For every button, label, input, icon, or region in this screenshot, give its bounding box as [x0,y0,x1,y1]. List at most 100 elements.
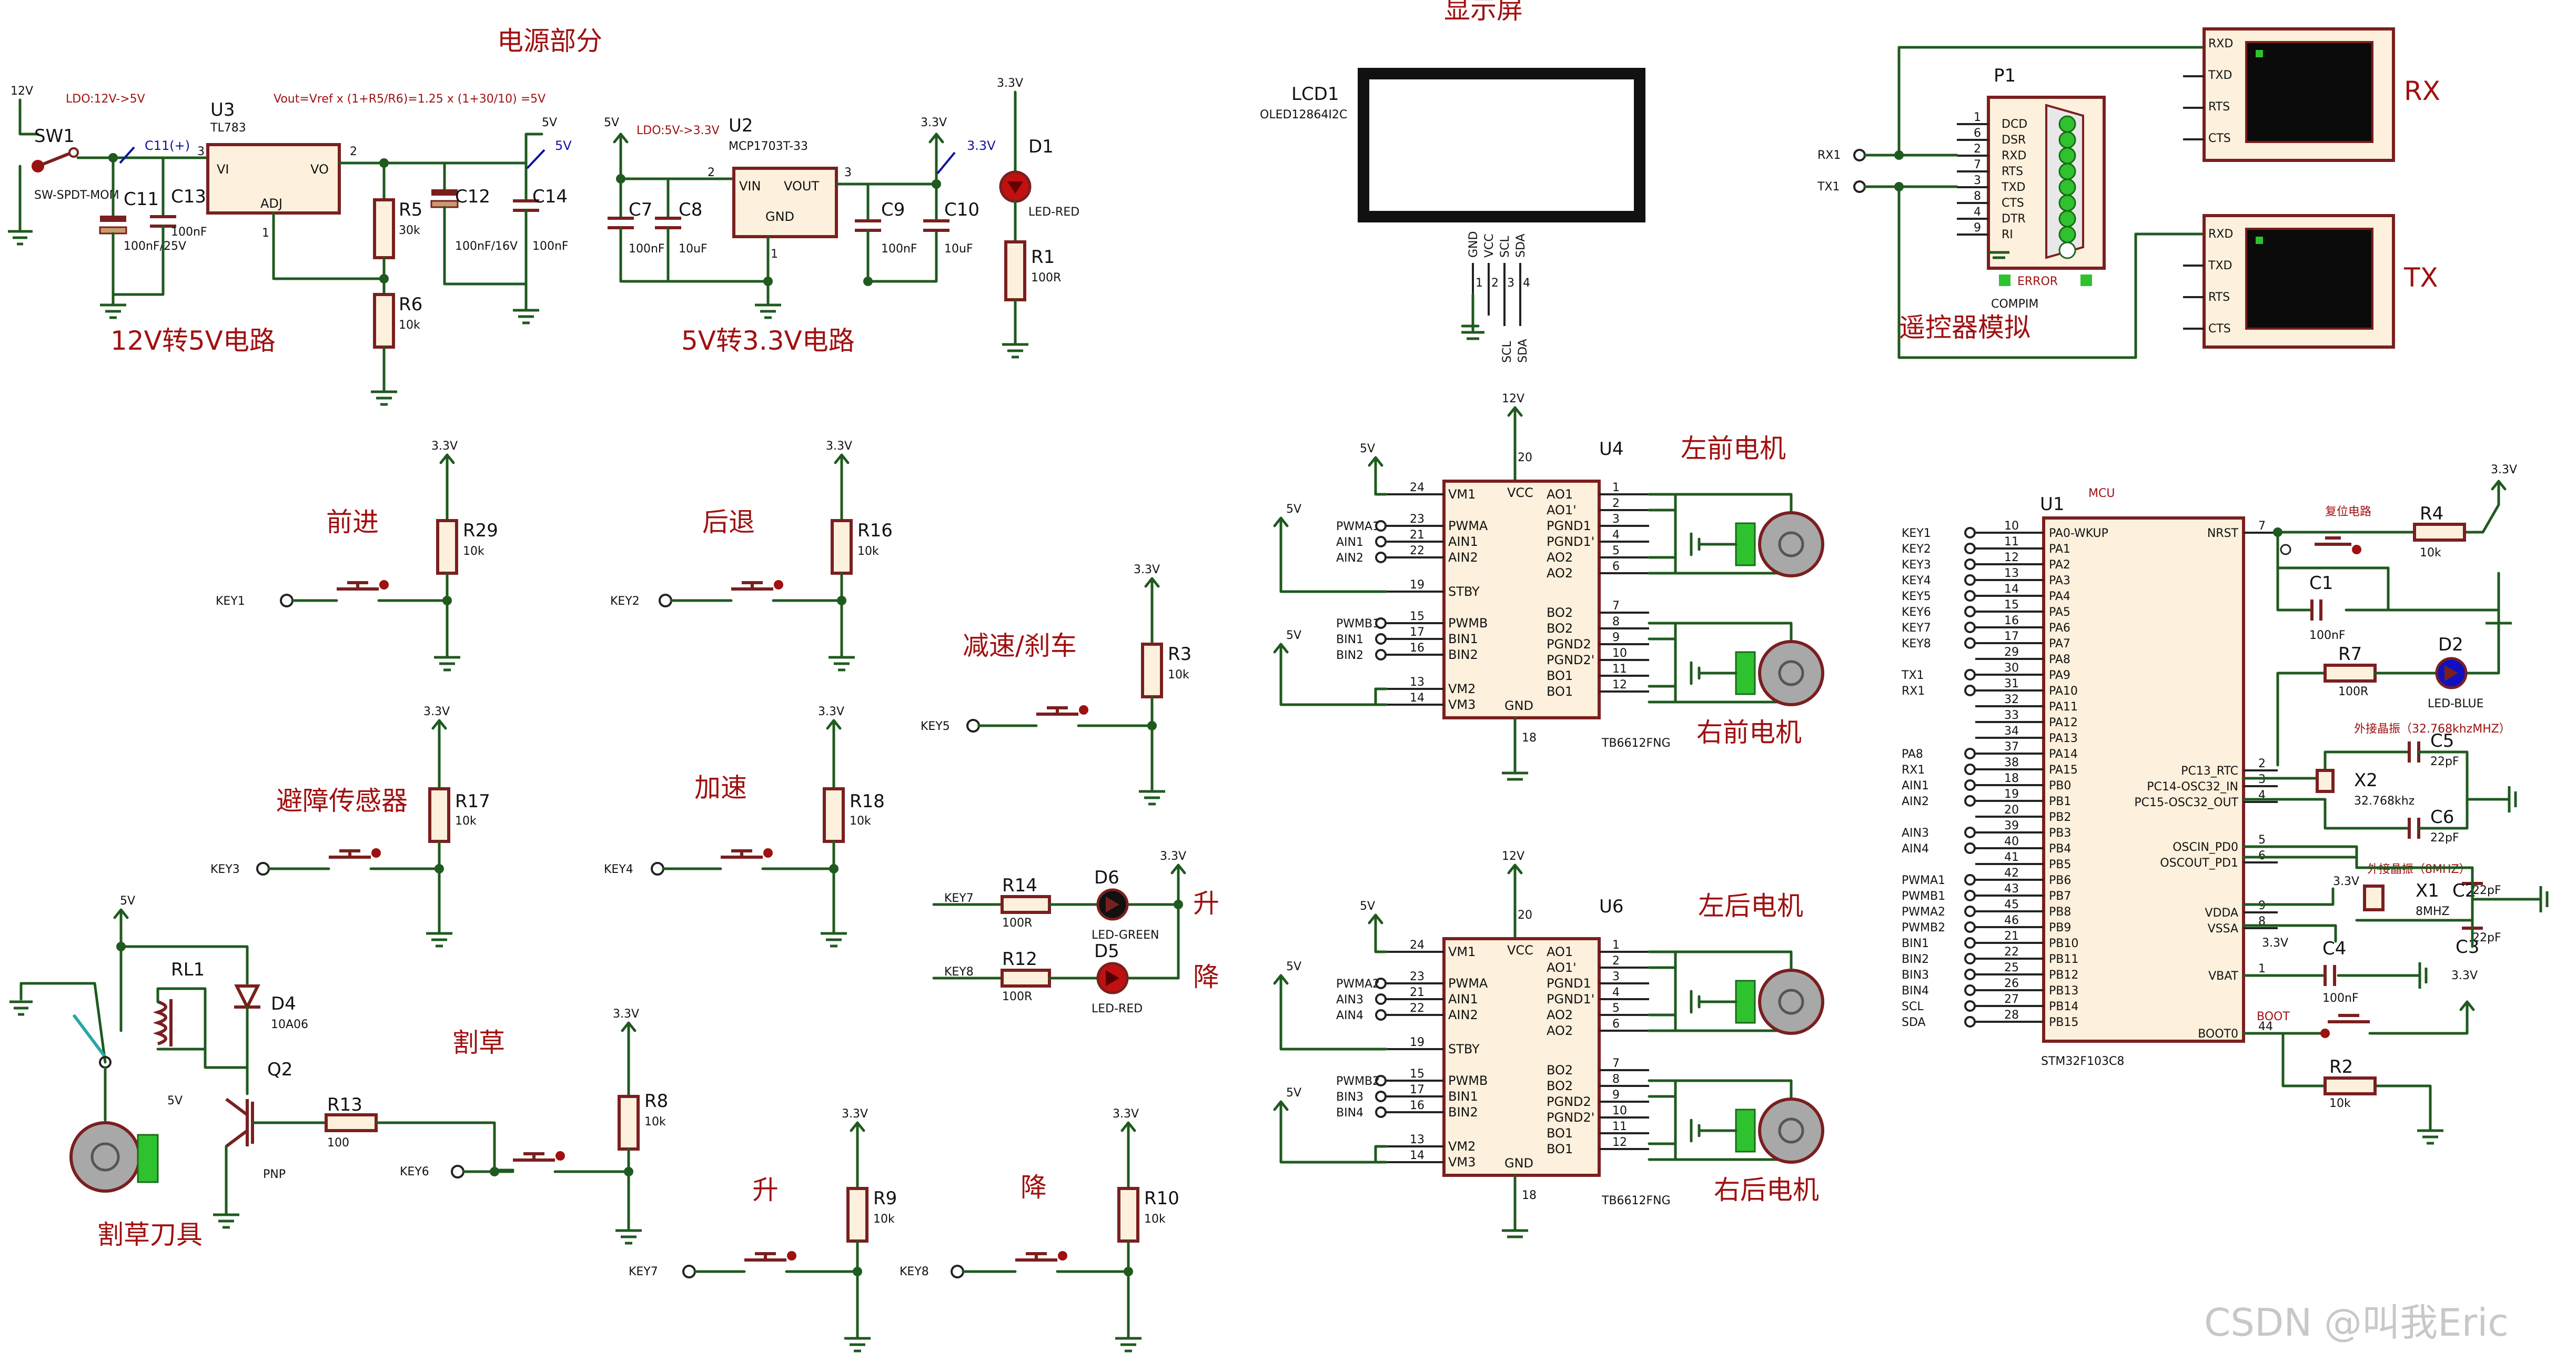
svg-text:9: 9 [1612,1089,1620,1102]
svg-text:3.3V: 3.3V [818,705,844,718]
formula-note: Vout=Vref x (1+R5/R6)=1.25 x (1+30/10) =… [274,93,545,106]
svg-text:BIN1: BIN1 [1448,1089,1478,1104]
svg-text:100: 100 [327,1136,349,1150]
svg-text:3.3V: 3.3V [613,1008,639,1021]
svg-text:10k: 10k [873,1213,895,1226]
svg-text:KEY8: KEY8 [900,1265,929,1278]
svg-text:1: 1 [1612,939,1620,952]
r6-ref: R6 [399,294,422,315]
svg-text:15: 15 [1410,1068,1425,1081]
svg-text:KEY7: KEY7 [1902,622,1931,635]
svg-text:PB2: PB2 [2049,811,2071,824]
lr-motor-label: 左后电机 [1698,891,1803,921]
motor-icon [1758,640,1824,706]
r6-body [373,293,395,349]
svg-text:VSSA: VSSA [2208,922,2238,936]
svg-text:KEY4: KEY4 [604,863,633,876]
svg-text:R12: R12 [1002,949,1037,970]
p1-ref: P1 [1994,65,2016,86]
svg-text:PWMA: PWMA [1448,976,1488,991]
svg-text:AO1: AO1 [1547,944,1573,959]
svg-text:OSCIN_PD0: OSCIN_PD0 [2173,841,2238,854]
svg-text:19: 19 [2004,788,2019,801]
svg-text:10A06: 10A06 [271,1018,308,1031]
svg-text:AIN1: AIN1 [1448,992,1478,1007]
svg-text:18: 18 [2004,772,2019,785]
svg-text:BO1: BO1 [1547,668,1573,683]
v5c-label: 5V [604,116,619,129]
drv-val: TB6612FNG [1601,1194,1671,1207]
svg-text:VM1: VM1 [1448,487,1476,502]
drv-ref: U4 [1599,439,1624,460]
c4-val: 100nF [2322,992,2359,1005]
svg-text:PGND1': PGND1' [1547,992,1594,1007]
lcd1: LCD1 OLED12864I2C GND VCC SCL SDA 1 2 3 … [1260,68,1645,363]
svg-text:PA10: PA10 [2049,685,2078,698]
svg-text:5V: 5V [1286,960,1301,973]
svg-text:RXD: RXD [2002,149,2026,162]
c8-val: 10uF [679,242,708,256]
svg-text:PWMA: PWMA [1448,519,1488,533]
svg-text:PA8: PA8 [2049,653,2070,666]
r5-val: 30k [399,224,420,237]
svg-text:5: 5 [1612,544,1620,557]
svg-text:PB0: PB0 [2049,779,2071,792]
svg-text:PA15: PA15 [2049,764,2078,777]
svg-text:5V: 5V [1286,503,1301,516]
svg-text:15: 15 [1410,610,1425,623]
svg-text:10: 10 [1612,1104,1627,1117]
c10-ref: C10 [944,199,979,220]
svg-text:PA11: PA11 [2049,700,2078,714]
svg-text:33: 33 [2004,709,2019,722]
svg-text:AO2: AO2 [1547,566,1573,581]
power-section-title: 电源部分 [497,26,602,56]
svg-text:KEY7: KEY7 [944,892,974,905]
u2-gnd: GND [765,209,794,224]
svg-text:AO2: AO2 [1547,1023,1573,1038]
svg-text:43: 43 [2004,882,2019,896]
svg-text:6: 6 [1612,560,1620,573]
svg-text:PB10: PB10 [2049,937,2078,950]
svg-text:11: 11 [2004,535,2019,548]
svg-text:1: 1 [2258,962,2266,975]
svg-text:BIN2: BIN2 [1448,1105,1478,1120]
svg-text:KEY3: KEY3 [1902,558,1931,572]
svg-text:GND: GND [1504,698,1533,713]
svg-text:LED-RED: LED-RED [1092,1002,1143,1015]
svg-text:PA2: PA2 [2049,558,2070,572]
remote-comport: P1 DCD DSR RXD RTS TXD CTS DTR RI 1 6 2 … [1817,46,2206,359]
c11-val: 100nF/25V [124,240,186,253]
svg-text:17: 17 [2004,630,2019,643]
svg-text:割草刀具: 割草刀具 [97,1219,203,1250]
svg-text:KEY3: KEY3 [210,863,240,876]
svg-text:5V: 5V [120,895,135,908]
svg-text:PC13_RTC: PC13_RTC [2181,765,2238,778]
x2-val: 32.768khz [2354,795,2415,808]
relay-blade-circuit: 5V RL1 D4 10A06 5V 割草刀具 Q2 PNP R13 100 [9,895,514,1250]
mcu-stm32: U1 MCU STM32F103C8 PA0-WKUP10KEY1PA111KE… [1901,463,2549,1145]
svg-text:3: 3 [844,166,852,179]
c3-val: 22pF [2472,931,2501,944]
svg-text:23: 23 [1410,513,1425,526]
svg-text:PB14: PB14 [2049,1000,2078,1013]
sw1-ref: SW1 [34,126,75,147]
svg-text:PA13: PA13 [2049,732,2078,745]
svg-text:BIN4: BIN4 [1336,1106,1363,1120]
svg-text:24: 24 [1410,939,1425,952]
svg-text:32: 32 [2004,693,2019,706]
svg-text:SDA: SDA [1514,233,1528,258]
c6-val: 22pF [2430,831,2459,845]
drv-body [1442,937,1601,1177]
svg-text:21: 21 [2004,930,2019,943]
c7-ref: C7 [629,199,652,220]
svg-text:2: 2 [708,166,715,179]
svg-text:1: 1 [262,227,269,240]
svg-text:3: 3 [1612,513,1620,526]
svg-text:R17: R17 [455,791,490,812]
c4-ref: C4 [2322,938,2346,959]
svg-text:3.3V: 3.3V [1113,1107,1139,1121]
svg-text:19: 19 [1410,578,1425,592]
svg-text:KEY8: KEY8 [1902,637,1931,650]
svg-text:2: 2 [350,145,357,158]
svg-text:3.3V: 3.3V [423,705,450,718]
